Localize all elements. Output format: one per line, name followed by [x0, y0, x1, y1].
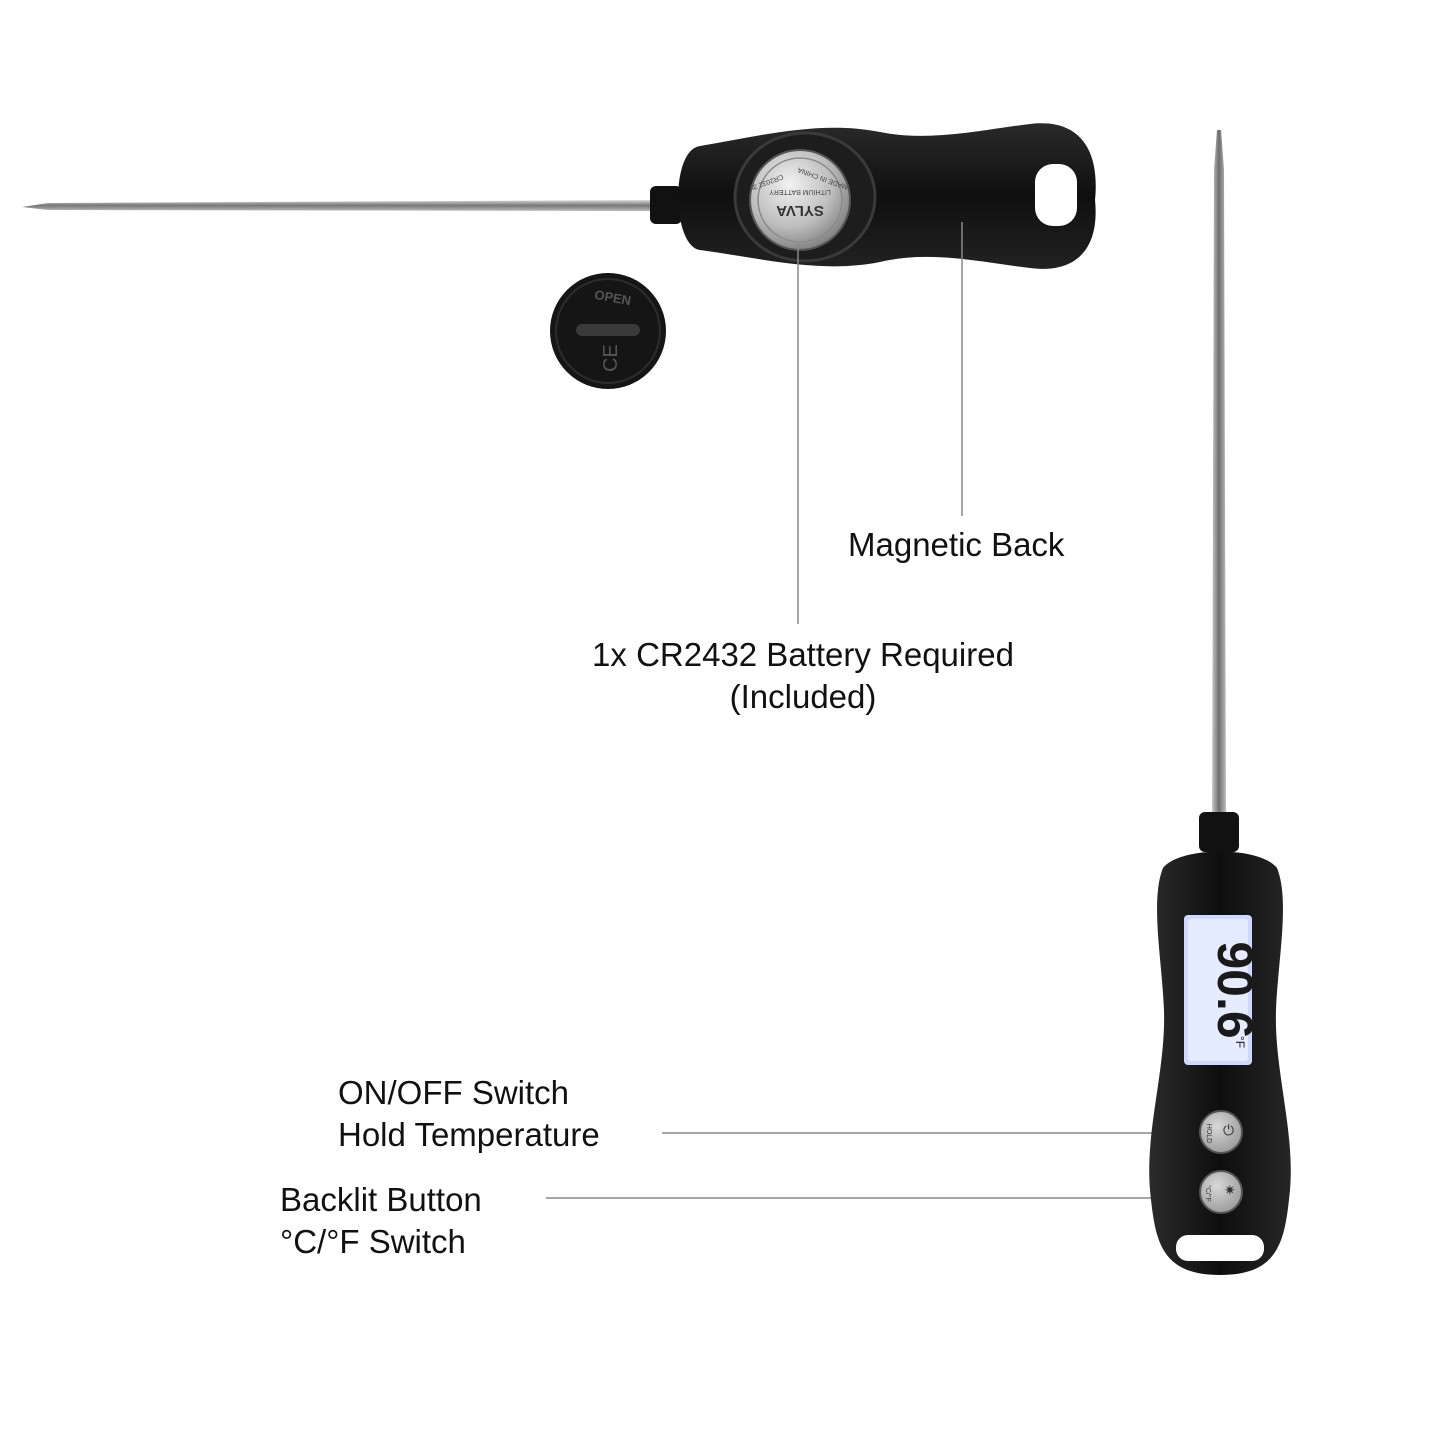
battery-label-line1: 1x CR2432 Battery Required	[592, 636, 1014, 673]
hanging-hole-front	[1176, 1235, 1264, 1261]
hold-label: HOLD	[1205, 1123, 1213, 1144]
backlight-icon: ✷	[1224, 1183, 1236, 1199]
backlit-label-line1: Backlit Button	[280, 1181, 482, 1218]
backlight-unit-button[interactable]: ✷ °C/°F	[1199, 1170, 1243, 1214]
battery-brand: SYLVA	[776, 202, 824, 219]
onoff-label-line1: ON/OFF Switch	[338, 1074, 570, 1111]
cap-text: OPEN	[593, 287, 632, 308]
handle-back: SYLVA LITHIUM BATTERY MADE IN CHINA CR20…	[678, 123, 1096, 269]
magnetic-back-label: Magnetic Back	[848, 526, 1065, 563]
backlit-label-line2: °C/°F Switch	[280, 1223, 466, 1261]
probe-vertical	[1199, 130, 1239, 852]
lcd-unit: °F	[1233, 1036, 1247, 1048]
battery-cap: OPEN CE	[550, 273, 666, 389]
probe-horizontal	[22, 186, 682, 224]
onoff-label-line2: Hold Temperature	[338, 1116, 600, 1154]
coin-battery: SYLVA LITHIUM BATTERY MADE IN CHINA CR20…	[747, 149, 851, 251]
backlit-label: Backlit Button °C/°F Switch	[280, 1179, 482, 1263]
unit-label: °C/°F	[1203, 1185, 1211, 1202]
thermometer-front-view: 90.6 °F	[1149, 130, 1291, 1275]
battery-label: 1x CR2432 Battery Required (Included)	[565, 634, 1041, 718]
hanging-hole	[1035, 164, 1077, 226]
hold-power-button[interactable]: ⏻ HOLD	[1199, 1110, 1243, 1154]
power-icon: ⏻	[1223, 1123, 1235, 1139]
onoff-label: ON/OFF Switch Hold Temperature	[338, 1072, 600, 1156]
lcd-display: 90.6 °F	[1184, 915, 1263, 1065]
battery-text: LITHIUM BATTERY	[769, 188, 831, 195]
ce-mark: CE	[600, 344, 622, 372]
lcd-reading: 90.6	[1207, 941, 1263, 1038]
battery-label-line2: (Included)	[729, 678, 877, 716]
